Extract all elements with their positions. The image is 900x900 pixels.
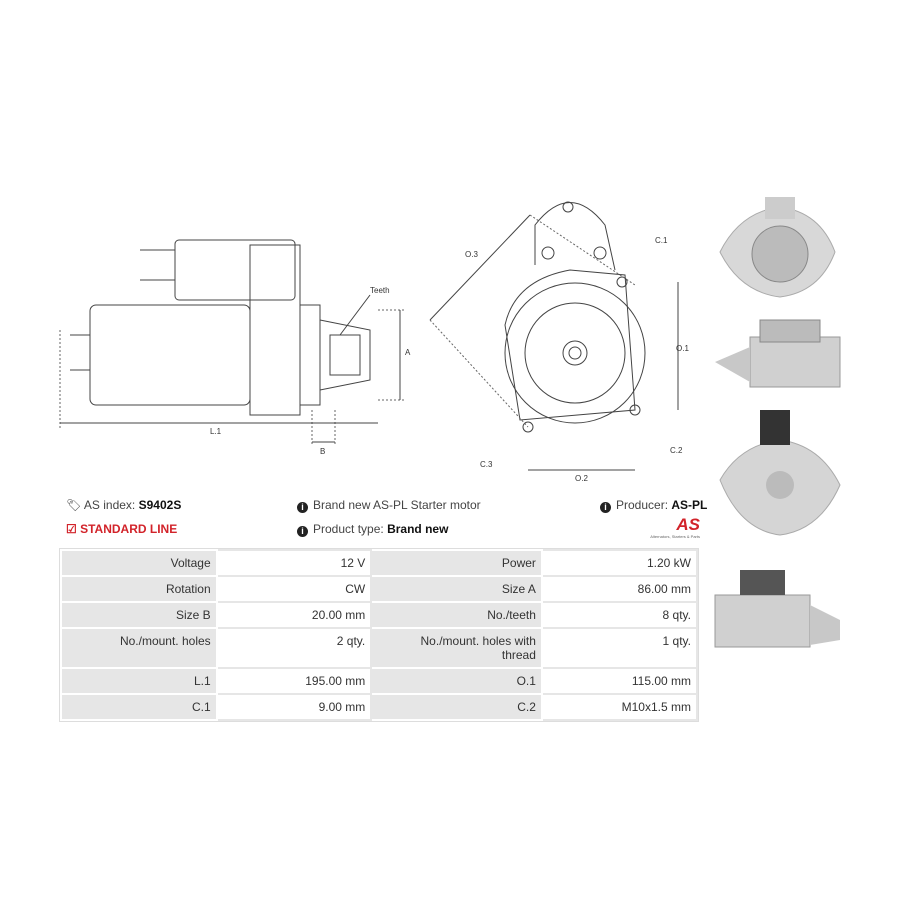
spec-label: No./mount. holes <box>60 627 218 669</box>
spec-label: L.1 <box>60 667 218 695</box>
spec-label: Size A <box>370 575 543 603</box>
product-type-value: Brand new <box>387 522 449 536</box>
spec-label: No./teeth <box>370 601 543 629</box>
spec-label: Size B <box>60 601 218 629</box>
size-b-label: B <box>320 447 325 456</box>
spec-value: 2 qty. <box>215 627 373 669</box>
producer-value: AS-PL <box>671 498 708 512</box>
spec-value: CW <box>215 575 373 603</box>
spec-value: 1.20 kW <box>540 549 699 577</box>
as-index-value: S9402S <box>138 498 182 512</box>
description: i Brand new AS-PL Starter motor <box>297 498 481 513</box>
line-label: STANDARD LINE <box>80 522 178 536</box>
info-icon: i <box>297 526 308 537</box>
as-index-label: AS index: <box>83 498 136 512</box>
teeth-label: Teeth <box>370 286 390 295</box>
spec-value: 1 qty. <box>540 627 699 669</box>
producer: i Producer: AS-PL <box>600 498 707 513</box>
o2-label: O.2 <box>575 474 588 483</box>
producer-label: Producer: <box>616 498 669 512</box>
standard-line-badge: ☑ STANDARD LINE <box>66 522 177 536</box>
spec-value: 12 V <box>215 549 373 577</box>
spec-label: No./mount. holes with thread <box>370 627 543 669</box>
product-photo-rear[interactable] <box>710 400 845 560</box>
spec-value: 86.00 mm <box>540 575 699 603</box>
logo-text: AS <box>676 515 700 534</box>
front-view-drawing: C.1 O.3 O.1 C.2 C.3 O.2 <box>429 201 689 483</box>
c2-label: C.2 <box>670 446 683 455</box>
checkbox-icon: ☑ <box>66 522 77 536</box>
spec-value: 20.00 mm <box>215 601 373 629</box>
spec-value: 9.00 mm <box>215 693 373 721</box>
side-view-drawing: Teeth A B L.1 <box>59 239 411 456</box>
spec-value: M10x1.5 mm <box>540 693 699 721</box>
product-photo-side-2[interactable] <box>710 565 845 650</box>
as-index: 🏷 AS index: S9402S <box>66 498 181 512</box>
spec-label: C.2 <box>370 693 543 721</box>
product-photo-front[interactable] <box>710 192 845 302</box>
spec-label: C.1 <box>60 693 218 721</box>
spec-value: 8 qty. <box>540 601 699 629</box>
o3-label: O.3 <box>465 250 478 259</box>
as-pl-logo: AS Alternators, Starters & Parts <box>620 515 700 540</box>
product-photo-side-1[interactable] <box>710 312 845 392</box>
spec-label: Power <box>370 549 543 577</box>
l1-label: L.1 <box>210 427 222 436</box>
spec-value: 195.00 mm <box>215 667 373 695</box>
spec-label: Rotation <box>60 575 218 603</box>
info-icon: i <box>600 502 611 513</box>
description-text: Brand new AS-PL Starter motor <box>313 498 481 512</box>
product-type: i Product type: Brand new <box>297 522 448 537</box>
o1-label: O.1 <box>676 344 689 353</box>
tag-icon: 🏷 <box>66 498 82 512</box>
spec-value: 115.00 mm <box>540 667 699 695</box>
product-type-label: Product type: <box>313 522 384 536</box>
info-icon: i <box>297 502 308 513</box>
spec-label: O.1 <box>370 667 543 695</box>
logo-tagline: Alternators, Starters & Parts <box>650 534 700 539</box>
size-a-label: A <box>405 348 411 357</box>
c3-label: C.3 <box>480 460 493 469</box>
c1-label: C.1 <box>655 236 668 245</box>
spec-label: Voltage <box>60 549 218 577</box>
